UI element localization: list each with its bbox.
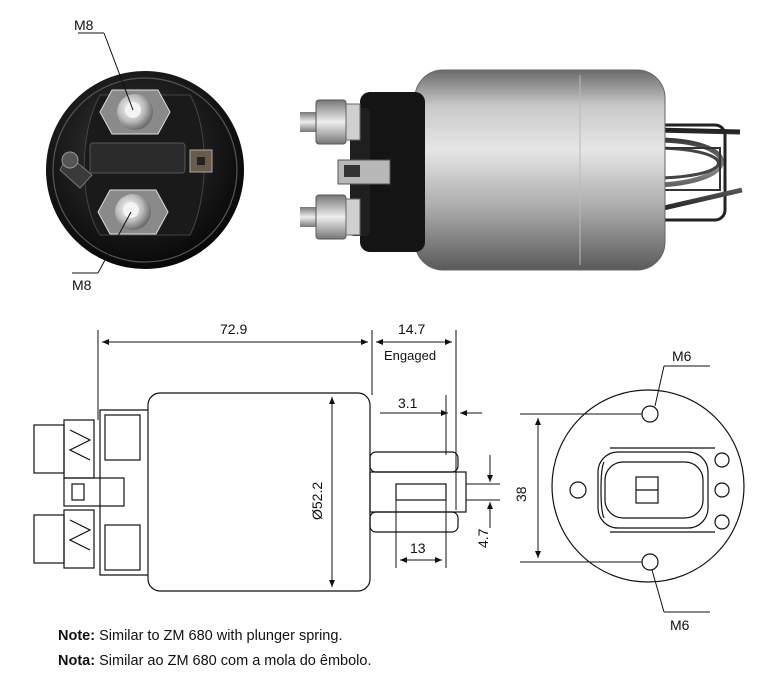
note-portuguese: Nota: Similar ao ZM 680 com a mola do êm… — [58, 649, 371, 674]
plunger-spring-icon — [648, 123, 743, 222]
label-m8-top: M8 — [74, 17, 94, 33]
front-dimension-lines — [520, 365, 710, 613]
end-cap-photo: M8 M8 — [46, 17, 244, 293]
side-view-drawing — [33, 392, 467, 592]
note-portuguese-text: Similar ao ZM 680 com a mola do êmbolo. — [95, 653, 372, 669]
note-english-text: Similar to ZM 680 with plunger spring. — [95, 628, 343, 644]
notes-block: Note: Similar to ZM 680 with plunger spr… — [58, 624, 371, 674]
label-m6-bottom: M6 — [670, 617, 690, 633]
dim-body-length: 72.9 — [220, 321, 247, 337]
dimension-lines — [97, 330, 500, 587]
dim-plunger-offset: 3.1 — [398, 395, 418, 411]
dimension-labels: 72.9 14.7 Engaged 3.1 Ø52.2 13 4.7 — [220, 321, 491, 556]
label-m6-top: M6 — [672, 348, 692, 364]
dim-diameter: Ø52.2 — [309, 482, 325, 520]
note-english: Note: Similar to ZM 680 with plunger spr… — [58, 624, 371, 649]
note-portuguese-label: Nota: — [58, 653, 96, 669]
label-m8-bottom: M8 — [72, 277, 92, 293]
front-dimension-labels: 38 M6 M6 — [513, 348, 692, 633]
front-view-drawing — [551, 389, 745, 583]
dim-slot-width: 4.7 — [475, 528, 491, 548]
dim-mount-spacing: 38 — [513, 486, 529, 502]
note-english-label: Note: — [58, 628, 96, 644]
dim-plunger-length: 13 — [410, 540, 426, 556]
dim-plunger-travel: 14.7 — [398, 321, 425, 337]
dim-engaged-note: Engaged — [384, 348, 436, 363]
side-view-photo — [300, 69, 743, 271]
